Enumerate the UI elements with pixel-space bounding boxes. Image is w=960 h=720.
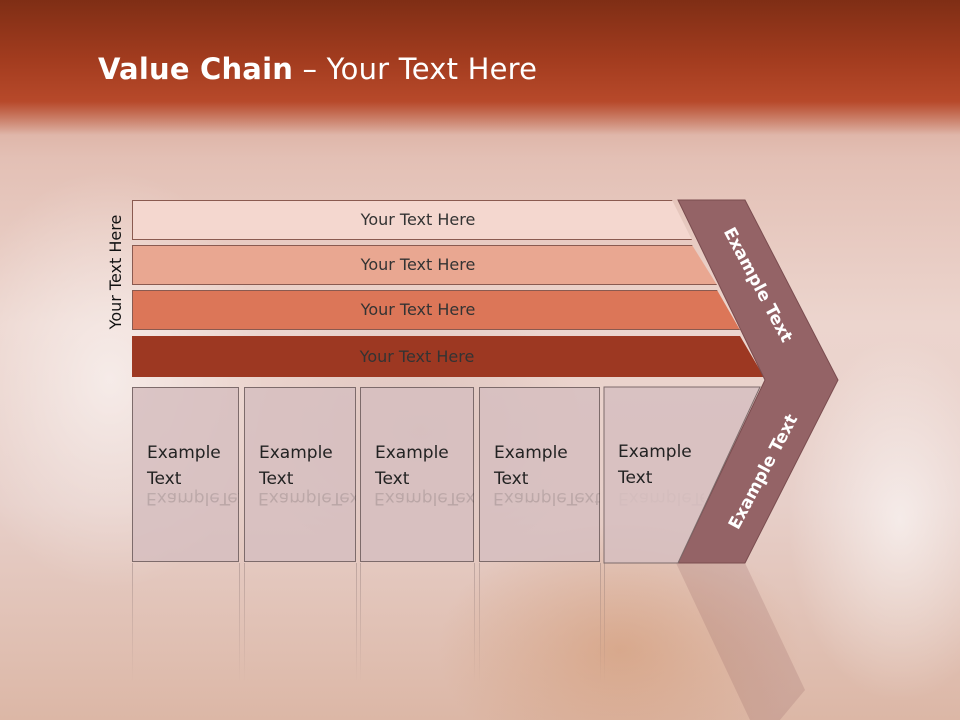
- box-4-line2: Text: [494, 469, 529, 489]
- reflection-edge: [360, 563, 361, 683]
- reflection-edge: [356, 563, 357, 683]
- reflection-edge: [474, 563, 475, 683]
- box-1-line2: Text: [147, 469, 182, 489]
- box-3-reflection-line1: Example: [374, 488, 448, 508]
- box-2-reflection: ExampleText: [244, 413, 366, 563]
- slide-title[interactable]: Value Chain – Your Text Here: [98, 52, 537, 86]
- box-4-reflection: ExampleText: [479, 413, 602, 563]
- box-3-reflection: ExampleText: [360, 413, 482, 563]
- value-bar-2-label: Your Text Here: [360, 255, 476, 274]
- reflection-edge: [132, 563, 133, 683]
- reflection-edge: [244, 563, 245, 683]
- value-bar-1-label: Your Text Here: [360, 210, 476, 229]
- value-bar-3[interactable]: Your Text Here: [132, 290, 740, 330]
- value-bar-4-label: Your Text Here: [359, 347, 475, 366]
- value-bar-4[interactable]: Your Text Here: [132, 336, 764, 377]
- value-bar-3-label: Your Text Here: [360, 300, 476, 319]
- box-3-line2: Text: [375, 469, 410, 489]
- reflection-edge: [604, 563, 605, 683]
- box-2-line2: Text: [259, 469, 294, 489]
- title-bold: Value Chain: [98, 52, 294, 86]
- box-5-line1: Example: [618, 442, 692, 462]
- side-label[interactable]: Your Text Here: [106, 214, 125, 330]
- box-1-reflection-line1: Example: [146, 488, 220, 508]
- reflection-edge: [239, 563, 240, 683]
- box-1-line1: Example: [147, 443, 221, 463]
- box-3-line1: Example: [375, 443, 449, 463]
- box-4-reflection-line2: Text: [566, 488, 602, 508]
- title-rest: – Your Text Here: [293, 52, 538, 86]
- box-2-line1: Example: [259, 443, 333, 463]
- box-2-reflection-line1: Example: [258, 488, 332, 508]
- box-4-reflection-line1: Example: [493, 488, 567, 508]
- box-1-reflection: ExampleText: [132, 413, 254, 563]
- title-bar: [0, 0, 960, 135]
- box-4-line1: Example: [494, 443, 568, 463]
- reflection-edge: [600, 563, 601, 683]
- reflection-edge: [479, 563, 480, 683]
- value-bar-1[interactable]: Your Text Here: [132, 200, 692, 240]
- value-bar-2[interactable]: Your Text Here: [132, 245, 717, 285]
- box-5-line2: Text: [618, 468, 653, 488]
